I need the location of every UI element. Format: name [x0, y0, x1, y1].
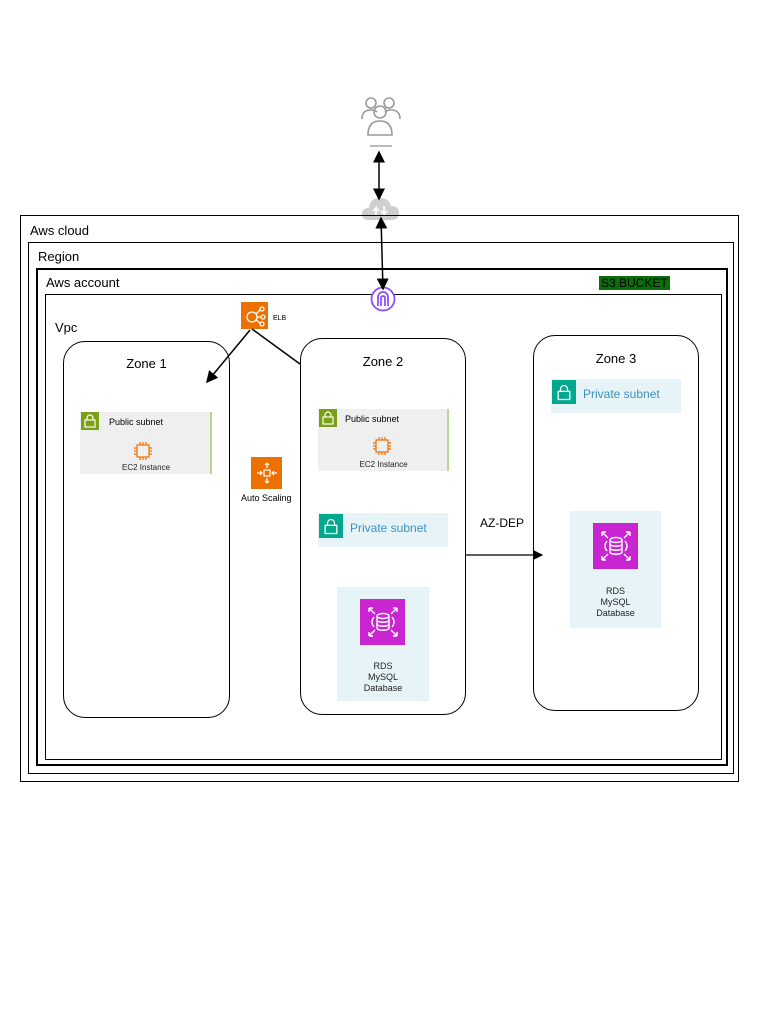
lock-icon — [552, 380, 576, 404]
zone-1: Zone 1 — [63, 341, 230, 718]
internet-cloud-icon — [362, 196, 400, 222]
vpc-label: Vpc — [55, 320, 78, 335]
users-caption — [370, 145, 392, 147]
rds-database-icon — [593, 523, 638, 569]
public-subnet-label: Public subnet — [109, 417, 164, 427]
private-subnet-label: Private subnet — [350, 521, 427, 535]
rds-engine-label: MySQL — [367, 672, 398, 682]
zone-1-title: Zone 1 — [126, 356, 167, 371]
rds-type-label: Database — [596, 608, 635, 618]
lock-icon — [319, 409, 337, 427]
zone-3: Zone 3 — [533, 335, 699, 711]
rds-database-icon — [360, 599, 405, 645]
rds-label: RDS — [373, 661, 393, 671]
elb-zone2-line — [251, 328, 301, 365]
rds-type-label: Database — [363, 683, 403, 693]
ec2-chip-icon — [133, 441, 153, 461]
aws-cloud-label: Aws cloud — [30, 223, 90, 238]
rds-engine-label: MySQL — [600, 597, 631, 607]
zone-3-rds: RDS MySQL Database — [570, 511, 661, 628]
aws-cloud-container: Aws cloud — [20, 215, 739, 782]
zone-1-public-subnet: Public subnet EC2 Instance — [80, 412, 212, 474]
zone-3-title: Zone 3 — [595, 351, 637, 366]
elb-label: ELB — [273, 315, 287, 322]
ec2-chip-icon — [372, 436, 392, 456]
az-dep-label: AZ-DEP — [480, 516, 525, 530]
zone-2-public-subnet: Public subnet EC2 Instance — [318, 409, 449, 471]
lock-icon — [81, 412, 99, 430]
zone-2-private-subnet: Private subnet — [318, 513, 448, 547]
zone-2: Zone 2 — [300, 338, 466, 715]
s3-bucket-label: S3 BUCKET — [599, 276, 670, 290]
zone-3-private-subnet: Private subnet — [551, 379, 681, 413]
elb-icon — [241, 302, 268, 329]
private-subnet-label: Private subnet — [583, 387, 660, 401]
lock-icon — [319, 514, 343, 538]
elb-zone1-arrow — [206, 329, 251, 384]
zone-2-title: Zone 2 — [362, 354, 404, 369]
public-subnet-label: Public subnet — [345, 414, 400, 424]
users-icon — [360, 95, 402, 137]
region-label: Region — [38, 249, 80, 264]
ec2-label: EC2 Instance — [359, 460, 408, 469]
auto-scaling-icon — [251, 457, 282, 489]
internet-igw-arrow — [375, 216, 389, 291]
auto-scaling-label: Auto Scaling — [241, 493, 292, 503]
zone-2-rds: RDS MySQL Database — [337, 587, 429, 701]
aws-account-label: Aws account — [46, 275, 120, 290]
rds-label: RDS — [605, 586, 625, 596]
ec2-label: EC2 Instance — [121, 463, 171, 472]
